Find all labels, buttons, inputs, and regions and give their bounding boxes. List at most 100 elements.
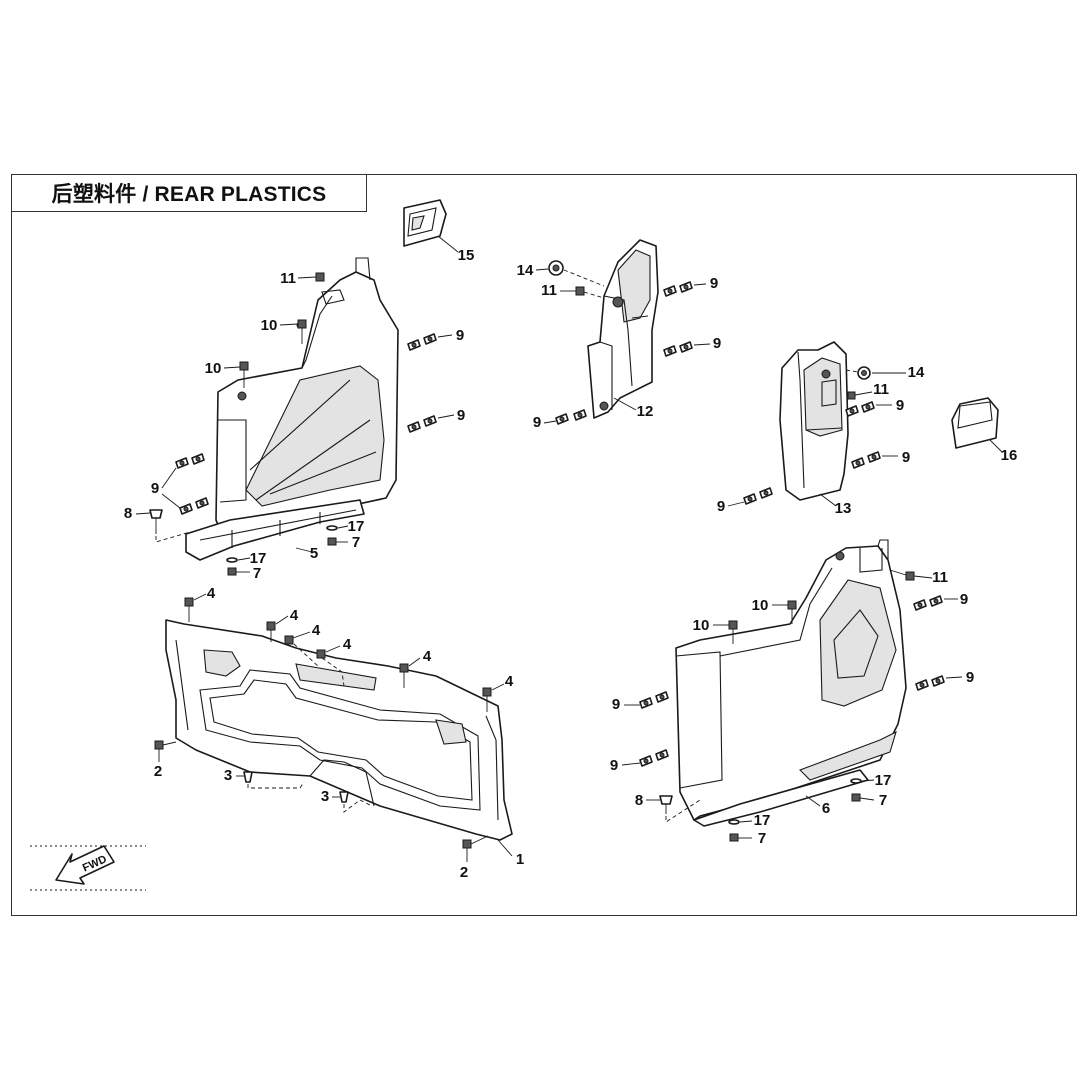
washer-17-c	[850, 778, 875, 784]
screw-9-group-k	[915, 675, 963, 691]
callout-c7a: 7	[352, 534, 360, 551]
fwd-arrow-icon: FWD	[30, 845, 146, 891]
screw-9-group-c	[161, 453, 209, 515]
nut-7-c	[851, 793, 875, 802]
callout-c9k: 9	[966, 669, 974, 686]
callout-c16: 16	[1001, 447, 1018, 464]
callout-c17b: 17	[250, 550, 267, 567]
screw-9-group-a	[407, 333, 453, 351]
part-16-cap	[951, 397, 1003, 453]
callout-c2a: 2	[154, 763, 162, 780]
callout-c5: 5	[310, 545, 318, 562]
callout-c4f: 4	[505, 673, 514, 690]
bolt-2-a	[154, 740, 177, 762]
screw-9-group-b	[407, 414, 455, 433]
callout-c10a: 10	[261, 317, 278, 334]
washer-17-b	[226, 557, 251, 563]
callout-c17c: 17	[875, 772, 892, 789]
bolt-2-b	[462, 835, 489, 862]
screw-9-group-l	[624, 691, 669, 709]
screw-9-group-g	[845, 401, 892, 417]
callout-c10d: 10	[693, 617, 710, 634]
diagram-frame	[11, 174, 1077, 916]
callout-c9l: 9	[612, 696, 620, 713]
callout-c9i: 9	[717, 498, 725, 515]
callout-c7d: 7	[758, 830, 766, 847]
part-12-center-bracket	[587, 239, 659, 419]
screw-9-group-e	[663, 341, 711, 357]
callout-c9e: 9	[713, 335, 721, 352]
callout-c9a: 9	[456, 327, 464, 344]
bolt-11-c	[847, 391, 873, 400]
bolt-4-b	[266, 615, 289, 642]
page-title: 后塑料件 / REAR PLASTICS	[51, 183, 327, 206]
bolt-10-c	[772, 600, 797, 624]
bolt-4-c	[284, 631, 321, 669]
callout-c12: 12	[637, 403, 654, 420]
callout-c15: 15	[458, 247, 475, 264]
washer-17-a	[326, 525, 349, 531]
cap-14-b	[845, 366, 906, 380]
bolt-4-f	[482, 683, 505, 712]
pin-8-b	[646, 795, 701, 823]
bolt-11-d	[889, 569, 933, 581]
callout-c8b: 8	[635, 792, 643, 809]
fasteners	[135, 260, 963, 862]
bolt-10-a	[279, 319, 307, 344]
callout-c6: 6	[822, 800, 830, 817]
callout-c3b: 3	[321, 788, 329, 805]
callout-c13: 13	[835, 500, 852, 517]
clip-3-b	[332, 791, 373, 813]
part-5-left-side-panel	[185, 257, 399, 561]
part-13-right-bracket	[779, 341, 849, 507]
pin-8-a	[135, 509, 191, 543]
part-6-right-side-panel	[675, 539, 907, 827]
callout-c4b: 4	[290, 607, 299, 624]
bolt-4-a	[184, 593, 207, 622]
part-1-rear-panel	[165, 619, 513, 857]
callout-c17a: 17	[348, 518, 365, 535]
title-box: 后塑料件 / REAR PLASTICS	[11, 174, 367, 212]
callout-c11b: 11	[541, 282, 557, 299]
bolt-4-d	[316, 645, 345, 687]
callout-c4c: 4	[312, 622, 321, 639]
screw-9-group-d	[663, 281, 707, 297]
bolt-10-d	[713, 620, 738, 644]
callout-c14a: 14	[517, 262, 534, 279]
callout-c9j: 9	[960, 591, 968, 608]
clip-3-a	[236, 771, 305, 789]
bolt-4-e	[399, 657, 421, 688]
callout-c7b: 7	[253, 565, 261, 582]
nut-7-a	[327, 537, 348, 546]
callout-c1: 1	[516, 851, 524, 868]
callout-c10c: 10	[752, 597, 769, 614]
cap-14-a	[535, 260, 605, 287]
callout-c11c: 11	[873, 381, 889, 398]
callout-c8a: 8	[124, 505, 132, 522]
callout-c11a: 11	[280, 270, 296, 287]
screw-9-group-f	[543, 409, 587, 425]
screw-9-group-i	[727, 487, 773, 507]
callout-c9f: 9	[533, 414, 541, 431]
callout-c9g: 9	[896, 397, 904, 414]
bolt-11-a	[297, 272, 325, 282]
callout-c4a: 4	[207, 585, 216, 602]
callout-c11d: 11	[932, 569, 948, 586]
screw-9-group-h	[851, 451, 898, 469]
callout-c4e: 4	[423, 648, 432, 665]
nut-7-d	[729, 833, 752, 842]
callout-c10b: 10	[205, 360, 222, 377]
bolt-10-b	[223, 361, 249, 388]
washer-17-d	[728, 819, 753, 825]
callout-c9c: 9	[151, 480, 159, 497]
callout-c17d: 17	[754, 812, 771, 829]
part-15-cap	[403, 199, 459, 253]
nut-7-b	[227, 567, 250, 576]
callout-c9m: 9	[610, 757, 618, 774]
bolt-11-b	[560, 286, 605, 299]
callout-c9h: 9	[902, 449, 910, 466]
callout-c9d: 9	[710, 275, 718, 292]
callout-c14b: 14	[908, 364, 925, 381]
